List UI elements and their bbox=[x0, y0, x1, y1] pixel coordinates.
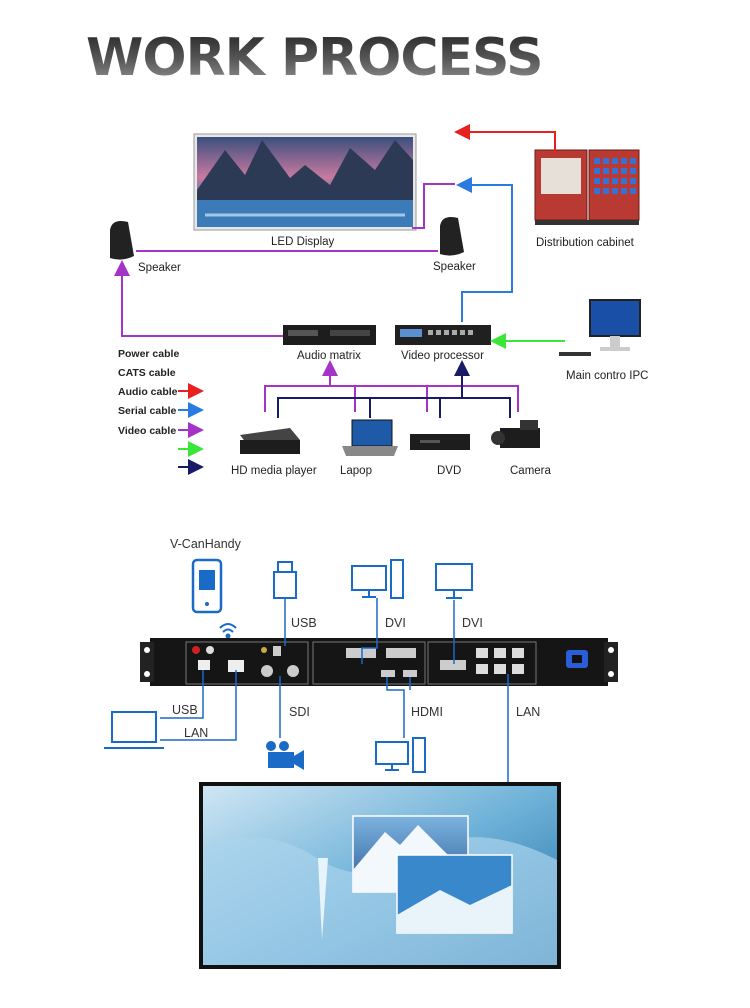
dvi-label-2: DVI bbox=[462, 616, 483, 630]
audio-bus-line bbox=[264, 378, 519, 412]
distribution-cabinet-image bbox=[534, 149, 640, 225]
sdi-label: SDI bbox=[289, 705, 310, 719]
speaker-right-label: Speaker bbox=[433, 261, 476, 273]
speaker-left-label: Speaker bbox=[138, 262, 181, 274]
bottom-connection-lines bbox=[160, 598, 509, 782]
legend-swatches bbox=[178, 383, 204, 475]
monitor-icon bbox=[435, 563, 473, 599]
dvi-label-1: DVI bbox=[385, 616, 406, 630]
legend-item: Video cable bbox=[118, 425, 177, 437]
video-bus-drops bbox=[369, 398, 441, 418]
dvd-player-image bbox=[410, 434, 470, 450]
speaker-right-image bbox=[440, 217, 464, 256]
audio-cable-matrix bbox=[114, 260, 283, 337]
legend-item: CATS cable bbox=[118, 367, 176, 379]
hd-media-player-label: HD media player bbox=[231, 465, 317, 477]
camera-label: Camera bbox=[510, 465, 551, 477]
usb-bottom-label: USB bbox=[172, 703, 198, 717]
audio-matrix-label: Audio matrix bbox=[297, 350, 361, 362]
phone-icon bbox=[191, 558, 223, 614]
usb-stick-icon bbox=[273, 561, 297, 599]
led-screen-image bbox=[199, 782, 561, 969]
distribution-cabinet-label: Distribution cabinet bbox=[536, 237, 634, 249]
video-processor-image bbox=[395, 325, 491, 345]
page-title: WORK PROCESS bbox=[86, 28, 544, 88]
hd-media-player-image bbox=[240, 428, 300, 454]
usb-top-label: USB bbox=[291, 616, 317, 630]
led-display-label: LED Display bbox=[271, 236, 335, 248]
speaker-left-image bbox=[110, 221, 134, 260]
wifi-icon bbox=[219, 623, 237, 639]
camera-image bbox=[491, 420, 540, 448]
legend-item: Power cable bbox=[118, 348, 180, 360]
video-processor-label: Video processor bbox=[401, 350, 484, 362]
laptop-label: Lapop bbox=[340, 465, 372, 477]
video-processor-front-panel bbox=[140, 638, 618, 686]
dvd-label: DVD bbox=[437, 465, 462, 477]
led-display-image bbox=[193, 133, 417, 231]
audio-cable-display bbox=[412, 183, 455, 229]
main-control-label: Main contro IPC bbox=[566, 370, 649, 382]
audio-matrix-image bbox=[283, 325, 376, 345]
lan-left-label: LAN bbox=[184, 726, 209, 740]
desktop-computer-icon-2 bbox=[375, 737, 426, 773]
laptop-image bbox=[342, 419, 398, 456]
power-cable-line bbox=[454, 124, 556, 153]
cats-cable-line bbox=[456, 177, 513, 322]
app-label: V-CanHandy bbox=[170, 537, 241, 551]
hdmi-label: HDMI bbox=[411, 705, 443, 719]
desktop-computer-icon bbox=[351, 559, 404, 599]
video-camera-icon bbox=[266, 741, 304, 770]
main-control-ipc-image bbox=[559, 299, 641, 356]
lan-right-label: LAN bbox=[516, 705, 541, 719]
laptop-icon bbox=[104, 711, 164, 749]
legend-item: Audio cable bbox=[118, 386, 178, 398]
video-bus-line bbox=[277, 397, 511, 418]
legend-item: Serial cable bbox=[118, 405, 177, 417]
